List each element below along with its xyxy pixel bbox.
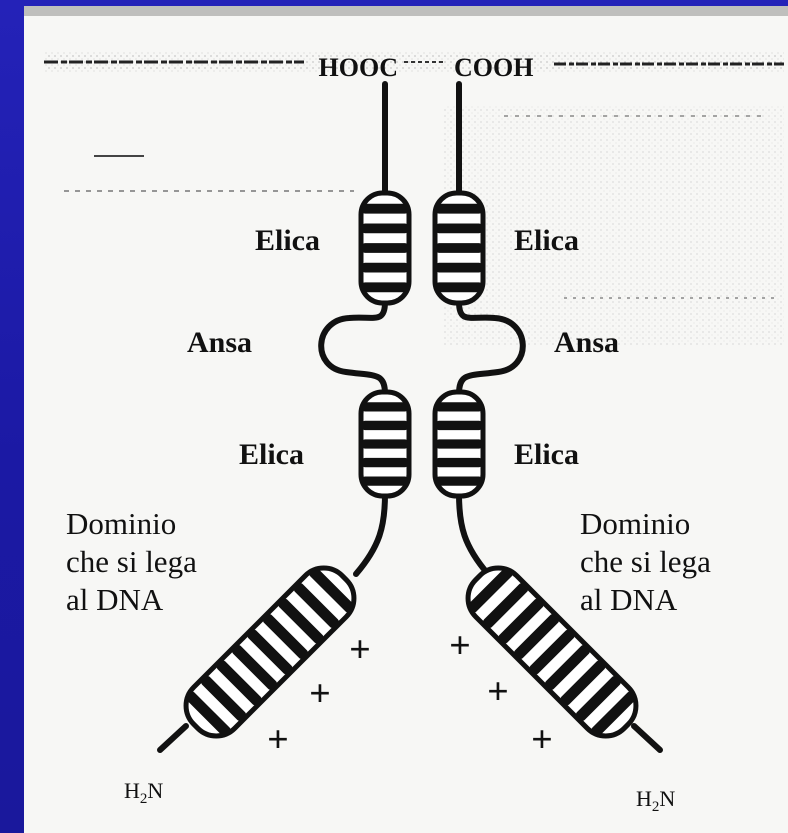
diagram-panel: HOOC COOH Elica Elica Ansa Ansa Elica El… (24, 6, 788, 833)
helix-lower-left-label: Elica (239, 438, 304, 471)
domain-right-line-2: che si lega (580, 544, 711, 579)
helix-stripe (436, 402, 482, 411)
domain-right-line-3: al DNA (580, 582, 678, 617)
charge-right-2: + (487, 671, 509, 713)
helix-upper-right-label: Elica (514, 224, 579, 257)
charge-right-1: + (449, 625, 471, 667)
helix-stripe (362, 402, 408, 411)
terminus-left-label: HOOC (319, 53, 398, 82)
helix-stripe (362, 263, 408, 273)
helix-stripe (436, 439, 482, 448)
amino-right-end: N (659, 786, 675, 811)
amino-left-sub: 2 (140, 791, 148, 807)
helix-stripe (362, 439, 408, 448)
loop-left-label: Ansa (187, 326, 252, 359)
charge-left-3: + (267, 719, 289, 761)
charge-left-1: + (349, 629, 371, 671)
helix-stripe (436, 458, 482, 467)
amino-terminus-right: H2N (636, 786, 675, 815)
charge-left-2: + (309, 673, 331, 715)
domain-left-line-1: Dominio (66, 506, 176, 541)
helix-stripe (436, 282, 482, 292)
helix-upper-left-label: Elica (255, 224, 320, 257)
terminus-right-label: COOH (454, 53, 533, 82)
helix-lower-right (435, 392, 483, 496)
helix-stripe (362, 223, 408, 233)
helix-stripe (362, 243, 408, 253)
domain-left-label: Dominio che si lega al DNA (66, 506, 197, 617)
helix-stripe (436, 477, 482, 486)
helix-lower-right-label: Elica (514, 438, 579, 471)
loop-right-label: Ansa (554, 326, 619, 359)
helix-stripe (436, 263, 482, 273)
amino-left-end: N (147, 778, 163, 803)
amino-left-base: H (124, 778, 140, 803)
helix-stripe (362, 282, 408, 292)
helix-stripe (436, 204, 482, 214)
amino-right-sub: 2 (652, 799, 660, 815)
domain-left-line-2: che si lega (66, 544, 197, 579)
helix-stripe (436, 421, 482, 430)
domain-left-line-3: al DNA (66, 582, 164, 617)
amino-terminus-left: H2N (124, 778, 163, 807)
helix-lower-left (361, 392, 409, 496)
helix-stripe (362, 477, 408, 486)
charge-right-3: + (531, 719, 553, 761)
domain-right-line-1: Dominio (580, 506, 690, 541)
helix-stripe (436, 223, 482, 233)
helix-upper-left (361, 193, 409, 303)
amino-right-base: H (636, 786, 652, 811)
domain-right-label: Dominio che si lega al DNA (580, 506, 711, 617)
helix-upper-right (435, 193, 483, 303)
helix-stripe (362, 458, 408, 467)
dimer-protein-diagram: HOOC COOH Elica Elica Ansa Ansa Elica El… (24, 6, 788, 833)
helix-stripe (436, 243, 482, 253)
helix-stripe (362, 421, 408, 430)
helix-stripe (362, 204, 408, 214)
